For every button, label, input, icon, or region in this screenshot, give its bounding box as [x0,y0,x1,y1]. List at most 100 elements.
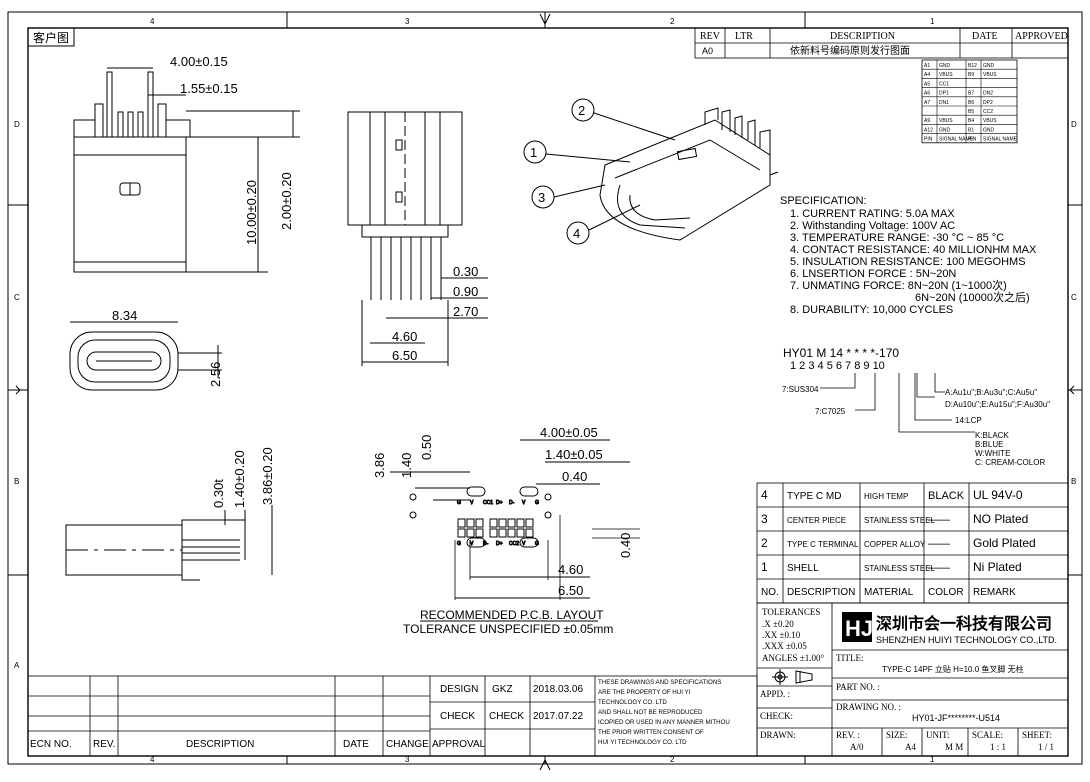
grid-col-label: 1 [930,755,935,764]
dim-pcb-outer: 6.50 [558,583,583,598]
pcb-pad-label: D+ [496,500,503,506]
pcb-layout-title: RECOMMENDED P.C.B. LAYOUT [420,608,604,622]
dim-pcb-pad-height: 0.40 [618,533,633,558]
pcb-tolerance-note: TOLERANCE UNSPECIFIED ±0.05mm [403,622,613,636]
pcb-signal-pad [466,518,475,528]
grid-row-label: C [14,293,20,302]
option-color: K:BLACK [975,431,1009,440]
grid-col-label: 3 [405,755,410,764]
pin-table-cell: A5 [924,81,930,87]
pin-table-cell: A6 [924,91,930,97]
design-date: 2018.03.06 [533,684,583,695]
pcb-pad-label: V [522,541,526,547]
grid-col-label: 4 [150,17,155,26]
dim-face-width: 8.34 [112,308,137,323]
drawing-no-label: DRAWING NO. : [836,702,901,712]
dim-width: 4.00±0.15 [170,54,228,69]
part-no-label: PART NO. : [836,682,880,692]
pcb-signal-pad [507,518,516,528]
bom-cell-remark: Ni Plated [973,560,1022,574]
grid-col-label: 4 [150,755,155,764]
pcb-pad-label: G [457,541,461,547]
unit-value: M M [945,742,963,752]
pcb-pad-label: D+ [496,541,503,547]
callout-number: 4 [573,226,580,241]
bom-cell-desc: TYPE C MD [787,491,841,502]
spec-item: 8. DURABILITY: 10,000 CYCLES [790,304,953,316]
spec-item: 5. INSULATION RESISTANCE: 100 MEGOHMS [790,256,1026,268]
pcb-pad-label: D- [509,500,515,506]
grid-col-label: 2 [670,17,675,26]
tolerance-line: .X ±0.20 [762,619,794,629]
bom-cell-color: —— [928,538,950,550]
dim-pin-span: 2.70 [453,304,478,319]
pcb-slot-pad [466,486,486,497]
spec-item: 1. CURRENT RATING: 5.0A MAX [790,208,955,220]
dim-pin-width: 0.30 [453,264,478,279]
pin-table-cell: DN1 [939,100,949,106]
pcb-signal-pad [457,518,466,528]
bom-cell-no: 2 [761,536,768,550]
bom-cell-color: —— [928,562,950,574]
svg-text:HJ: HJ [845,616,873,641]
spec-item: 6. LNSERTION FORCE : 5N~20N [790,268,956,280]
pin-table-cell: PIN [924,137,933,143]
pin-table-cell: VBUS [983,118,997,124]
design-label: DESIGN [440,684,478,695]
option-color: W:WHITE [975,449,1010,458]
part-code-leaders [820,373,975,433]
bom-cell-remark: NO Plated [973,512,1028,526]
pcb-signal-pad [489,528,498,538]
notice-line: AND SHALL NOT BE REPRODUCED [598,709,703,716]
option-terminal: 7:C7025 [815,407,846,416]
dim-pin-pitch: 0.90 [453,284,478,299]
grid-row-label: B [14,477,19,486]
notice-line: HUI YI TECHNOLOGY CO. LTD [598,739,687,746]
dim-pcb-vertical-1: 3.86 [372,453,387,478]
option-material: 7:SUS304 [782,385,819,394]
pin-table-cell: DN2 [983,91,993,97]
check-label: CHECK: [760,711,793,721]
connector-3d-view [599,107,779,241]
approval-label: APPROVAL [432,739,486,750]
pin-table-cell: VBUS [939,72,953,78]
sheet-value: 1 / 1 [1038,742,1054,752]
grid-col-label: 3 [405,17,410,26]
checker: CHECK [489,711,524,722]
sheet-label: SHEET: [1022,730,1052,740]
bom-cell-desc: CENTER PIECE [787,516,846,525]
bom-cell-color: —— [928,514,950,526]
notice-line: THE PRIOR WRITTEN CONSENT OF [598,729,704,736]
option-color: B:BLUE [975,440,1003,449]
dim-profile-total: 3.86±0.20 [260,447,275,505]
pin-table-cell: GND [983,127,995,133]
grid-col-label: 1 [930,17,935,26]
bom-cell-desc: SHELL [787,563,819,574]
ecn-header: ECN NO. [30,739,72,750]
pin-table-cell: GND [939,63,951,69]
rev-header: REV [700,31,721,42]
bom-cell-no: 4 [761,488,768,502]
bom-cell-material: STAINLESS STEEL [864,564,936,573]
check-date: 2017.07.22 [533,711,583,722]
notice-line: ICOPIED OR USED IN ANY MANNER MITHOU [598,719,730,726]
bom-cell-desc: TYPE C TERMINAL [787,540,859,549]
pin-table-cell: A12 [924,127,933,133]
specification-list: SPECIFICATION:1. CURRENT RATING: 5.0A MA… [780,195,1037,316]
sheet-title-tag: 客户图 [33,30,69,45]
option-color: C: CREAM-COLOR [975,458,1045,467]
pcb-slot-pad [519,537,539,548]
pin-table-cell: GND [939,127,951,133]
pin-table-cell: B4 [968,118,974,124]
pcb-signal-pad [516,528,525,538]
date-header: DATE [972,31,998,42]
option-housing: 14:LCP [955,416,982,425]
pcb-signal-pad [516,518,525,528]
bom-cell-material: HIGH TEMP [864,492,908,501]
pcb-signal-pad [498,518,507,528]
notice-line: ARE THE PROPERTY OF HUI YI [598,689,691,696]
pcb-round-pad [544,493,552,501]
